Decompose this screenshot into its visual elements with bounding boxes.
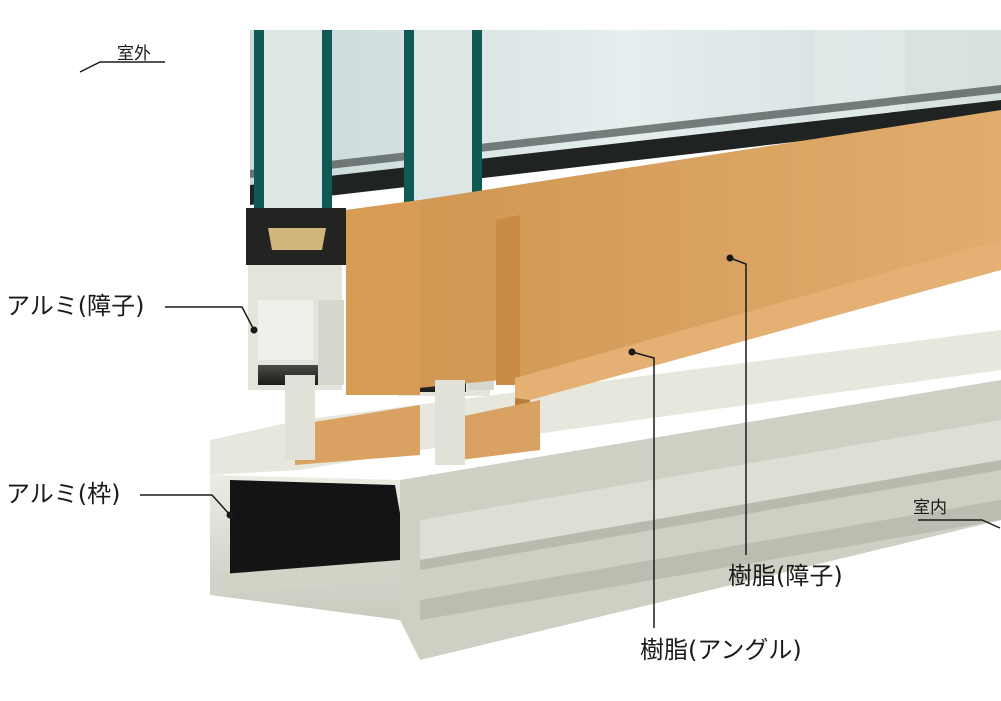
leader-dots [226,254,734,519]
label-resin-sash: 樹脂(障子) [728,562,843,590]
label-outdoor: 室外 [117,44,151,64]
resin-sash [346,110,1001,395]
label-aluminum-sash: アルミ(障子) [6,292,145,320]
label-resin-angle: 樹脂(アングル) [640,636,802,664]
leader-lines [79,61,1001,628]
double-glazing-edges [254,30,482,216]
label-indoor: 室内 [913,498,947,518]
label-aluminum-frame: アルミ(枠) [6,480,121,508]
resin-lower-rails [285,375,540,465]
